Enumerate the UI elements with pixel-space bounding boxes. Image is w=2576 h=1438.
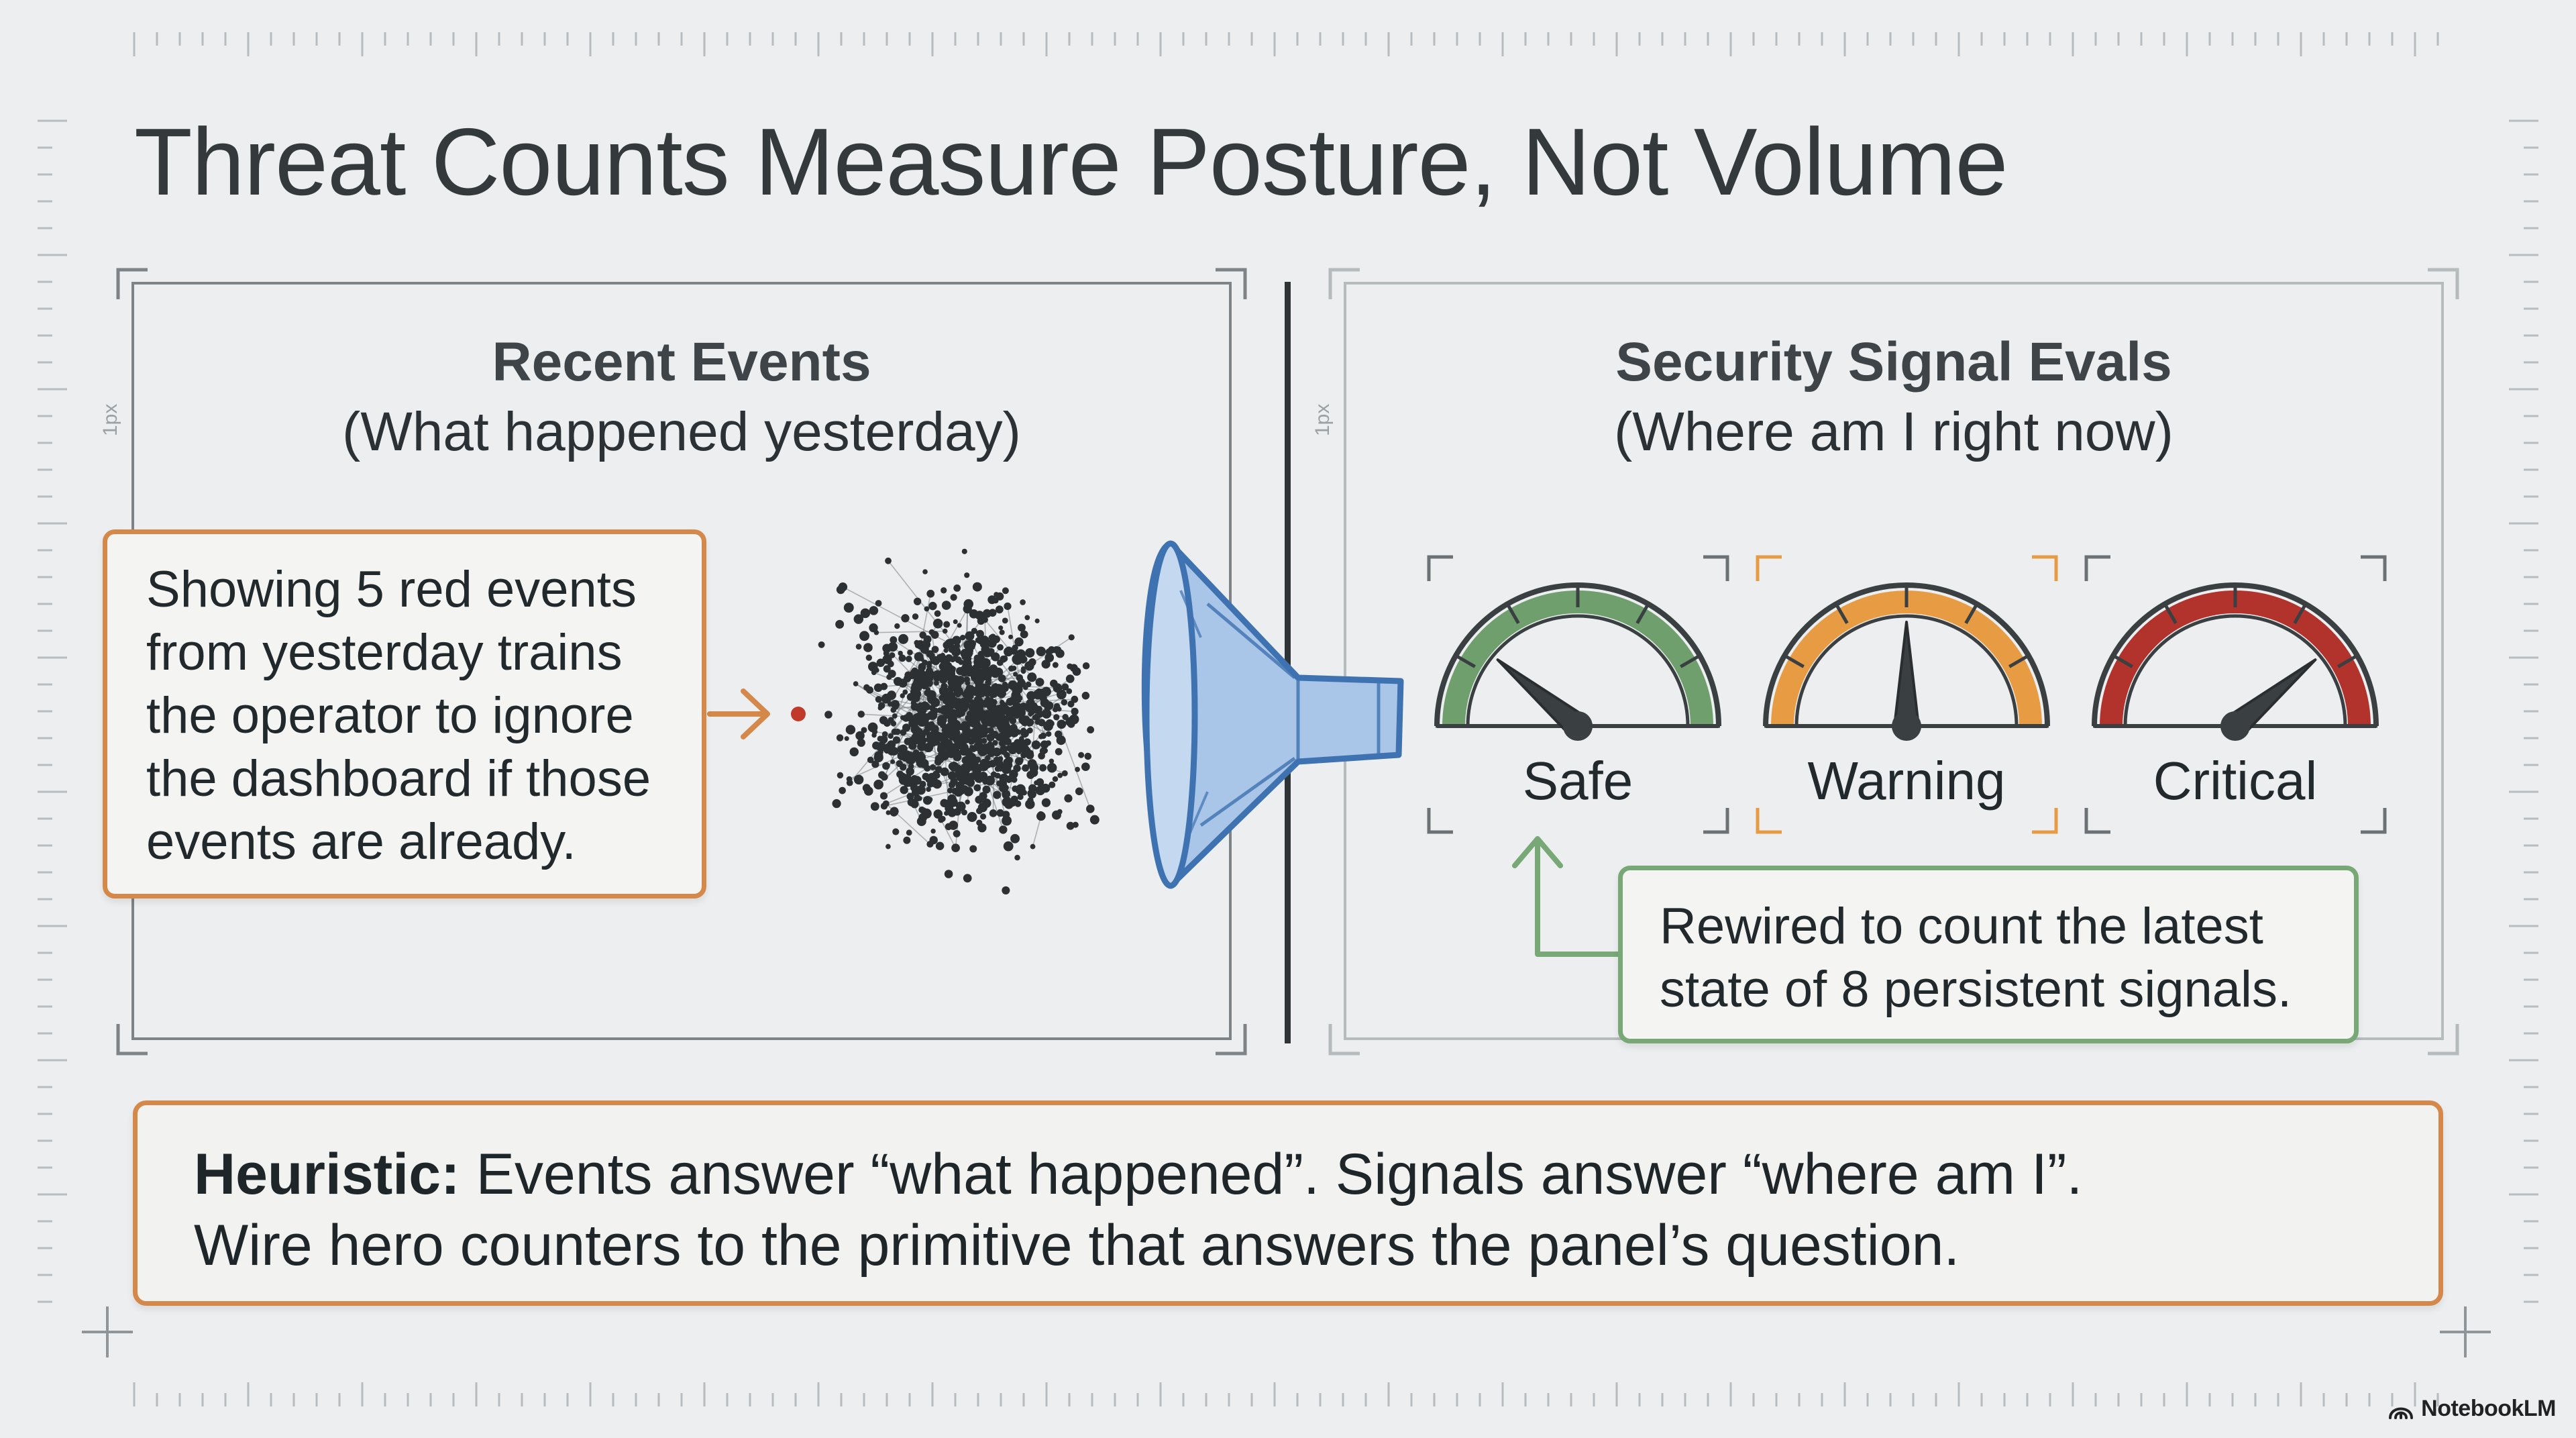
page-title: Threat Counts Measure Posture, Not Volum… [134,109,2008,215]
gauge-hub [1563,711,1593,741]
signal-evals-title: Security Signal Evals [1615,331,2172,393]
gauge-bracket [1703,808,1729,834]
funnel-icon [1141,540,1404,889]
gauge-bracket [2361,555,2387,581]
heuristic-box: Heuristic: Events answer “what happened”… [133,1100,2443,1306]
gauge-bracket [1427,808,1453,834]
brand-mark: NotebookLM [2387,1396,2556,1422]
gauge-label-critical: Critical [2153,751,2318,811]
gauge-group [1427,555,2387,834]
signals-callout: Rewired to count the latest state of 8 p… [1618,866,2359,1043]
heuristic-line-2: Wire hero counters to the primitive that… [194,1213,1960,1278]
signals-callout-line: state of 8 persistent signals. [1660,961,2292,1018]
gauge-bracket [1756,808,1782,834]
events-callout: Showing 5 red events from yesterday trai… [103,529,706,898]
events-callout-line: events are already. [146,813,576,870]
gauge-bracket [1703,555,1729,581]
gauge-bracket [2032,555,2058,581]
signal-evals-heading: Security Signal Evals (Where am I right … [1344,327,2444,467]
events-callout-line: Showing 5 red events [146,561,637,618]
gauge-needle [1893,621,1920,727]
gauge-bracket [2084,555,2110,581]
green-arrow-icon [1512,836,1621,957]
gauge-arc [1442,590,1713,727]
recent-events-heading: Recent Events (What happened yesterday) [131,327,1232,467]
gauge-arc [2100,590,2371,727]
heuristic-line-1: Heuristic: Events answer “what happened”… [194,1139,2438,1210]
recent-events-title: Recent Events [492,331,871,393]
gauge-bracket [1427,555,1453,581]
recent-events-subtitle: (What happened yesterday) [342,401,1021,462]
gauge-bracket [1756,555,1782,581]
gauge-bracket [2084,808,2110,834]
events-callout-line: from yesterday trains [146,624,623,681]
event-cluster-icon [818,548,1099,894]
signal-evals-subtitle: (Where am I right now) [1614,401,2174,462]
gauge-hub [2220,711,2250,741]
gauge-hub [1892,711,1921,741]
heuristic-text-1: Events answer “what happened”. Signals a… [476,1142,2083,1206]
red-event-dot [791,707,806,721]
events-callout-line: the operator to ignore [146,687,634,744]
heuristic-label: Heuristic: [194,1142,460,1206]
signals-callout-line: Rewired to count the latest [1660,898,2263,955]
brand-name: NotebookLM [2421,1396,2556,1421]
gauge-bracket [2032,808,2058,834]
orange-arrow-icon [707,688,770,739]
gauge-label-safe: Safe [1522,751,1633,811]
notebooklm-logo-icon [2389,1407,2414,1419]
gauge-bracket [2361,808,2387,834]
events-callout-line: the dashboard if those [146,750,651,807]
gauge-label-warning: Warning [1807,751,2006,811]
